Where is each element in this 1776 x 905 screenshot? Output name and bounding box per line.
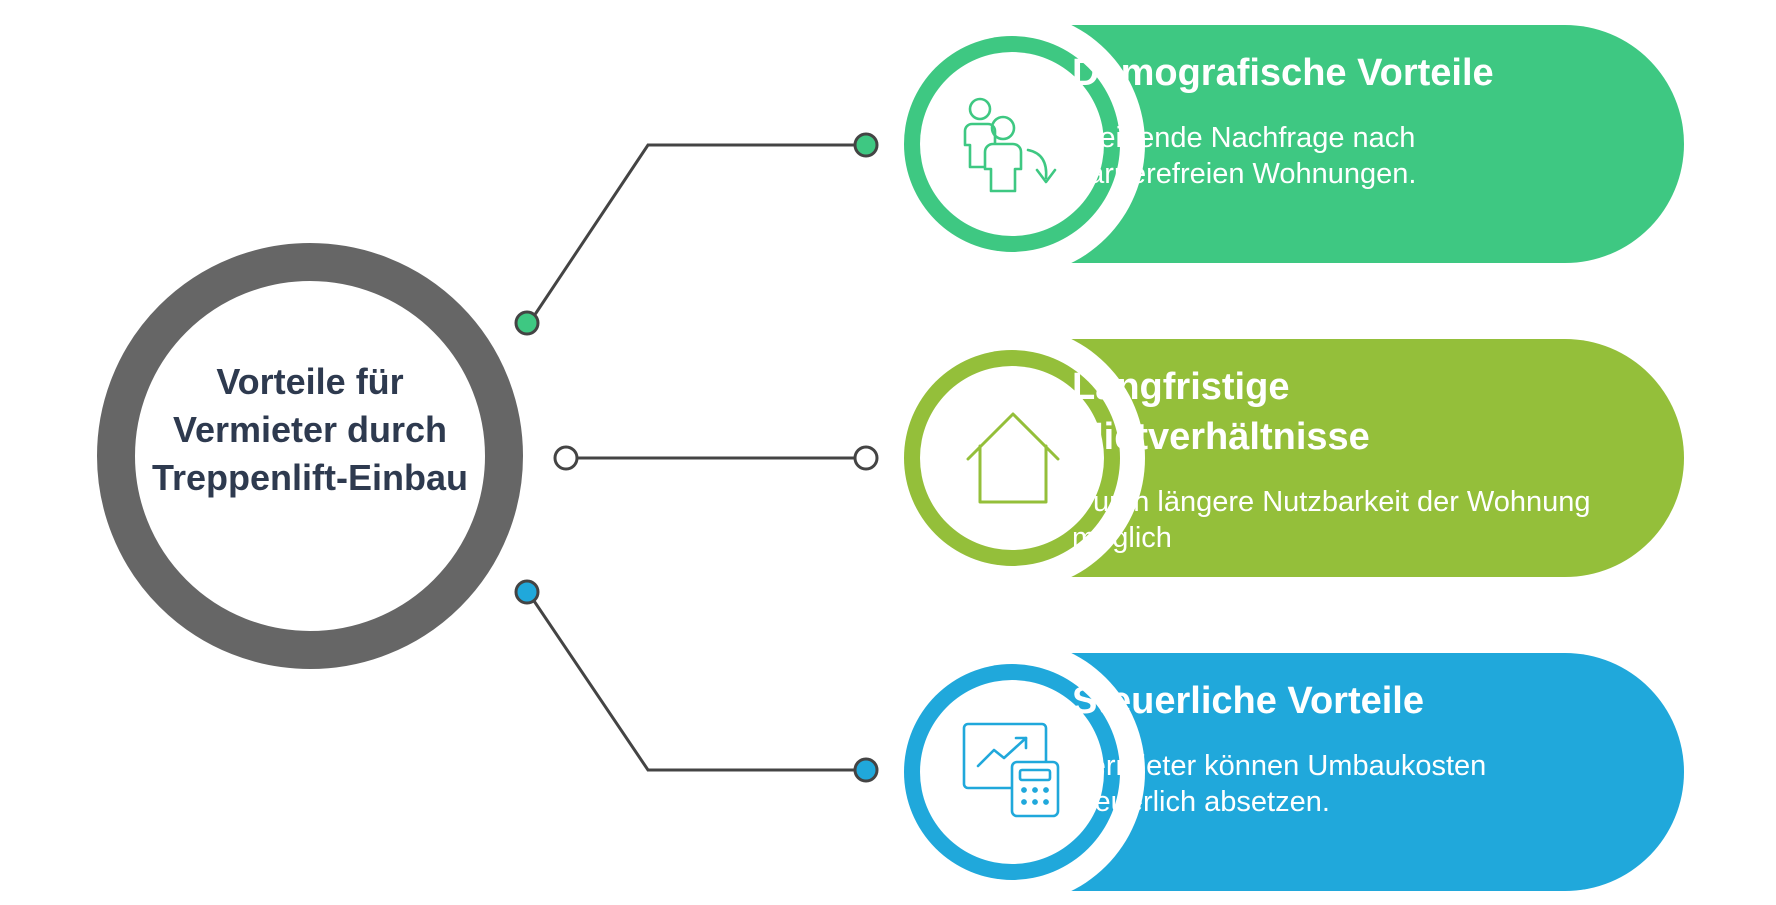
branch-steuerlich xyxy=(879,639,1684,905)
branch-langfristig xyxy=(879,325,1684,591)
card-demografisch: Demografische Vorteile Steigende Nachfra… xyxy=(1072,48,1592,192)
card-description-langfristig: Durch längere Nutzbarkeit der Wohnung mö… xyxy=(1072,486,1591,554)
card-description-demografisch: Steigende Nachfrage nach barrierefreien … xyxy=(1072,122,1417,190)
center-circle xyxy=(97,243,523,669)
icon-disc-langfristig xyxy=(920,366,1104,550)
card-langfristig: Langfristige Mietverhältnisse Durch läng… xyxy=(1072,362,1592,556)
center-dot-langfristig xyxy=(553,445,579,471)
center-dot-steuerlich xyxy=(514,579,540,605)
branch-dot-demografisch xyxy=(853,132,879,158)
connector-demografisch xyxy=(528,143,866,323)
branch-dot-steuerlich xyxy=(853,757,879,783)
house-icon xyxy=(966,412,1060,504)
card-title-demografisch: Demografische Vorteile xyxy=(1072,52,1494,94)
chart-calculator-icon xyxy=(962,722,1060,818)
connector-steuerlich xyxy=(526,591,866,772)
people-decline-icon xyxy=(963,97,1057,193)
card-description-steuerlich: Vermieter können Umbaukosten steuerlich … xyxy=(1072,750,1487,818)
center-dot-demografisch xyxy=(514,310,540,336)
center-title: Vorteile für Vermieter durch Treppenlift… xyxy=(151,361,468,498)
card-steuerlich: Steuerliche Vorteile Vermieter können Um… xyxy=(1072,676,1592,820)
branch-dot-langfristig xyxy=(853,445,879,471)
card-title-langfristig: Langfristige Mietverhältnisse xyxy=(1072,366,1370,458)
branch-demografisch xyxy=(879,11,1684,277)
card-title-steuerlich: Steuerliche Vorteile xyxy=(1072,680,1424,722)
